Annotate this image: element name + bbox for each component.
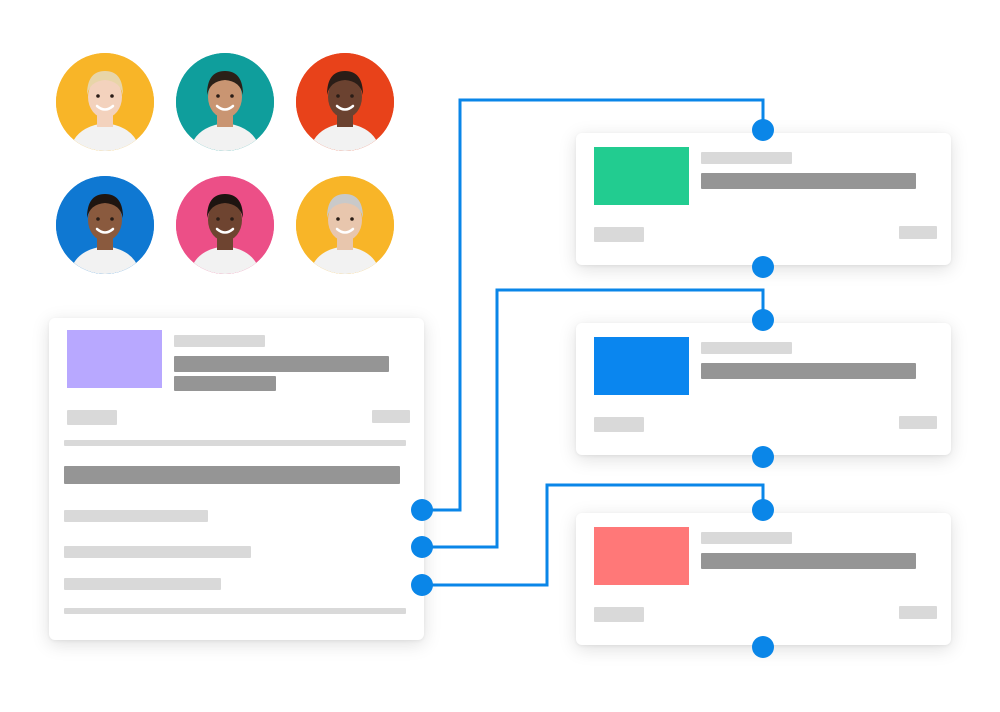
avatar-1 <box>56 53 154 151</box>
target-card-2-input-port[interactable] <box>752 309 774 331</box>
target-card-1-title-placeholder <box>701 173 916 189</box>
target-card-1[interactable] <box>576 133 951 265</box>
target-card-3-meta-right-placeholder <box>899 606 937 619</box>
source-card[interactable] <box>49 318 424 640</box>
avatar-5 <box>176 176 274 274</box>
person-portrait-icon <box>176 176 274 274</box>
target-card-3-thumbnail <box>594 527 689 585</box>
person-portrait-icon <box>176 53 274 151</box>
source-port-2[interactable] <box>411 536 433 558</box>
target-card-2-subtitle-placeholder <box>701 342 792 354</box>
source-card-footer-placeholder <box>64 608 406 614</box>
connector-line-1 <box>422 98 765 512</box>
target-card-1-subtitle-placeholder <box>701 152 792 164</box>
target-card-3-title-placeholder <box>701 553 916 569</box>
target-card-1-input-port[interactable] <box>752 119 774 141</box>
avatar-3 <box>296 53 394 151</box>
target-card-1-meta-left-placeholder <box>594 227 644 242</box>
source-card-subtitle-placeholder <box>174 335 265 347</box>
person-portrait-icon <box>56 53 154 151</box>
connector-line-3 <box>422 483 765 587</box>
source-card-heading-placeholder <box>64 466 400 484</box>
avatar-2 <box>176 53 274 151</box>
target-card-2-output-port[interactable] <box>752 446 774 468</box>
target-card-2-thumbnail <box>594 337 689 395</box>
target-card-1-thumbnail <box>594 147 689 205</box>
target-card-3-output-port[interactable] <box>752 636 774 658</box>
source-card-thumbnail <box>67 330 162 388</box>
target-card-3-subtitle-placeholder <box>701 532 792 544</box>
source-card-field-3-placeholder[interactable] <box>64 578 221 590</box>
source-card-divider-placeholder <box>64 440 406 446</box>
target-card-1-meta-right-placeholder <box>899 226 937 239</box>
target-card-1-output-port[interactable] <box>752 256 774 278</box>
source-port-1[interactable] <box>411 499 433 521</box>
source-card-meta-left-placeholder <box>67 410 117 425</box>
avatar-4 <box>56 176 154 274</box>
target-card-3-meta-left-placeholder <box>594 607 644 622</box>
person-portrait-icon <box>296 53 394 151</box>
source-card-field-1-placeholder[interactable] <box>64 510 208 522</box>
target-card-2-title-placeholder <box>701 363 916 379</box>
connector-line-2 <box>422 288 765 549</box>
target-card-3[interactable] <box>576 513 951 645</box>
target-card-3-input-port[interactable] <box>752 499 774 521</box>
source-card-meta-right-placeholder <box>372 410 410 423</box>
source-card-title-line2-placeholder <box>174 376 276 391</box>
source-port-3[interactable] <box>411 574 433 596</box>
source-card-field-2-placeholder[interactable] <box>64 546 251 558</box>
target-card-2-meta-left-placeholder <box>594 417 644 432</box>
avatar-6 <box>296 176 394 274</box>
person-portrait-icon <box>296 176 394 274</box>
person-portrait-icon <box>56 176 154 274</box>
target-card-2[interactable] <box>576 323 951 455</box>
source-card-title-placeholder <box>174 356 389 372</box>
target-card-2-meta-right-placeholder <box>899 416 937 429</box>
